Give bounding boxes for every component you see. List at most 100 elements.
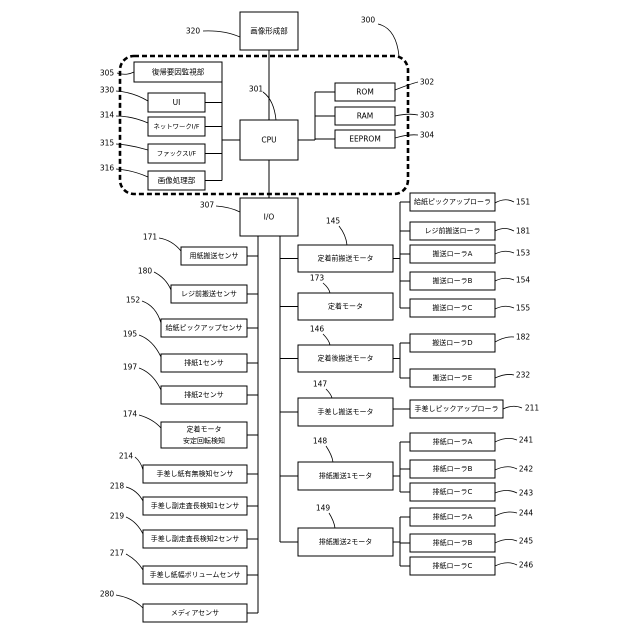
image-forming-unit: 画像形成部 320: [186, 12, 298, 50]
leader-line: [139, 415, 161, 428]
roller-pre-registration: レジ前搬送ローラ 181: [410, 222, 530, 240]
roller-label: 排紙ローラB: [433, 464, 473, 473]
sensor-label: 手差し紙幅ボリュームセンサ: [150, 570, 241, 579]
roller-label: 排紙ローラC: [433, 487, 473, 496]
roller-label: レジ前搬送ローラ: [425, 226, 481, 235]
leader-line: [139, 368, 161, 390]
leader-line: [495, 251, 514, 254]
io-block: I/O 307: [200, 198, 298, 236]
sensor-manual-length-1: 手差し副走査長検知1センサ 218: [110, 482, 247, 516]
leader-line: [495, 200, 514, 203]
fax-if: ファックスI/F 315: [100, 139, 205, 164]
cpu-ref: 301: [249, 85, 264, 94]
sensor-label: 手差し紙有無検知センサ: [157, 469, 234, 478]
sensor-manual-width-volume: 手差し紙幅ボリュームセンサ 217: [110, 549, 247, 585]
sensor-fixing-motor-rotation: 定着モータ 安定回転検知 174: [123, 410, 247, 449]
motor-ref: 173: [310, 274, 325, 283]
ui-block: UI 330: [100, 86, 205, 113]
motor-ref: 145: [326, 217, 341, 226]
roller-ref: 243: [519, 489, 534, 498]
motor-label: 排紙搬送2モータ: [319, 537, 372, 546]
leader-line: [495, 563, 517, 566]
sensor-ref: 218: [110, 482, 125, 491]
roller-ref: 154: [516, 276, 531, 285]
ram: RAM 303: [335, 107, 434, 125]
network-if: ネットワークI/F 314: [100, 111, 205, 137]
roller-ref: 246: [519, 561, 534, 570]
roller-label: 排紙ローラA: [433, 512, 473, 521]
roller-ref: 245: [519, 537, 534, 546]
eeprom-ref: 304: [420, 131, 435, 140]
motor-label: 手差し搬送モータ: [318, 407, 374, 416]
roller-discharge-c-1: 排紙ローラC 243: [410, 483, 533, 501]
leader-line: [495, 467, 517, 470]
sensor-label: 手差し副走査長検知1センサ: [151, 501, 239, 510]
leader-line: [126, 517, 143, 534]
motor-post-fixing-conveyance: 定着後搬送モータ 146: [298, 325, 393, 373]
roller-label: 搬送ローラE: [433, 373, 472, 382]
leader-line: [139, 335, 161, 357]
sensor-paper-conveyance: 用紙搬送センサ 171: [143, 233, 247, 266]
sensor-ref: 214: [119, 452, 134, 461]
ui-label: UI: [173, 98, 181, 107]
roller-label: 搬送ローラD: [432, 338, 472, 347]
sensor-label: 排紙2センサ: [184, 390, 223, 399]
leader-line: [395, 114, 418, 116]
sensor-label: レジ前搬送センサ: [181, 289, 237, 298]
leader-line: [203, 31, 240, 37]
rom-label: ROM: [356, 88, 374, 97]
leader-line: [495, 337, 514, 342]
controller-ref: 300: [361, 16, 376, 25]
sensor-label: 給紙ピックアップセンサ: [166, 323, 243, 332]
roller-discharge-a-2: 排紙ローラA 244: [410, 508, 533, 526]
return-factor-monitor: 復帰要因監視部 305: [100, 62, 222, 82]
fax-if-ref: 315: [100, 139, 115, 148]
eeprom: EEPROM 304: [335, 130, 434, 148]
ram-label: RAM: [357, 112, 374, 121]
sensor-ref: 171: [143, 233, 158, 242]
motor-ref: 148: [313, 437, 328, 446]
leader-line: [503, 406, 522, 409]
image-processor-ref: 316: [100, 164, 115, 173]
leader-line: [154, 272, 171, 290]
leader-line: [126, 487, 143, 501]
motor-ref: 149: [316, 504, 331, 513]
roller-ref: 232: [516, 371, 531, 380]
io-label: I/O: [264, 213, 275, 222]
sensor-media: メディアセンサ 280: [100, 590, 247, 623]
image-processor: 画像処理部 316: [100, 164, 205, 191]
leader-line: [395, 135, 418, 138]
sensor-bus: [247, 236, 258, 613]
ui-ref: 330: [100, 86, 115, 95]
leader-line: [495, 512, 517, 516]
sensor-label: 手差し副走査長検知2センサ: [151, 534, 239, 543]
return-factor-monitor-label: 復帰要因監視部: [152, 67, 205, 77]
roller-label: 排紙ローラC: [433, 561, 473, 570]
roller-wiring-post-fixing: [393, 343, 410, 378]
leader-line: [159, 238, 181, 251]
sensor-label: 用紙搬送センサ: [190, 251, 239, 260]
motor-ref: 146: [310, 325, 325, 334]
leader-line: [495, 438, 517, 442]
roller-ref: 242: [519, 465, 534, 474]
leader-line: [495, 229, 514, 232]
roller-label: 搬送ローラA: [433, 249, 473, 258]
sensor-ref: 152: [126, 296, 141, 305]
leader-line: [326, 389, 332, 398]
ram-ref: 303: [420, 111, 435, 120]
roller-discharge-a-1: 排紙ローラA 241: [410, 433, 533, 451]
roller-label: 搬送ローラC: [433, 303, 473, 312]
sensor-ref: 219: [110, 512, 125, 521]
leader-line: [495, 374, 514, 378]
sensor-label-line-1: 定着モータ: [187, 425, 222, 434]
roller-ref: 151: [516, 198, 531, 207]
motor-discharge-1: 排紙搬送1モータ 148: [298, 437, 393, 491]
roller-label: 搬送ローラB: [433, 276, 473, 285]
roller-ref: 155: [516, 304, 531, 313]
roller-wiring-pre-fixing: [393, 202, 410, 308]
rom: ROM 302: [335, 78, 434, 102]
leader-line: [323, 334, 330, 345]
sensor-ref: 195: [123, 330, 138, 339]
leader-line: [116, 595, 143, 608]
